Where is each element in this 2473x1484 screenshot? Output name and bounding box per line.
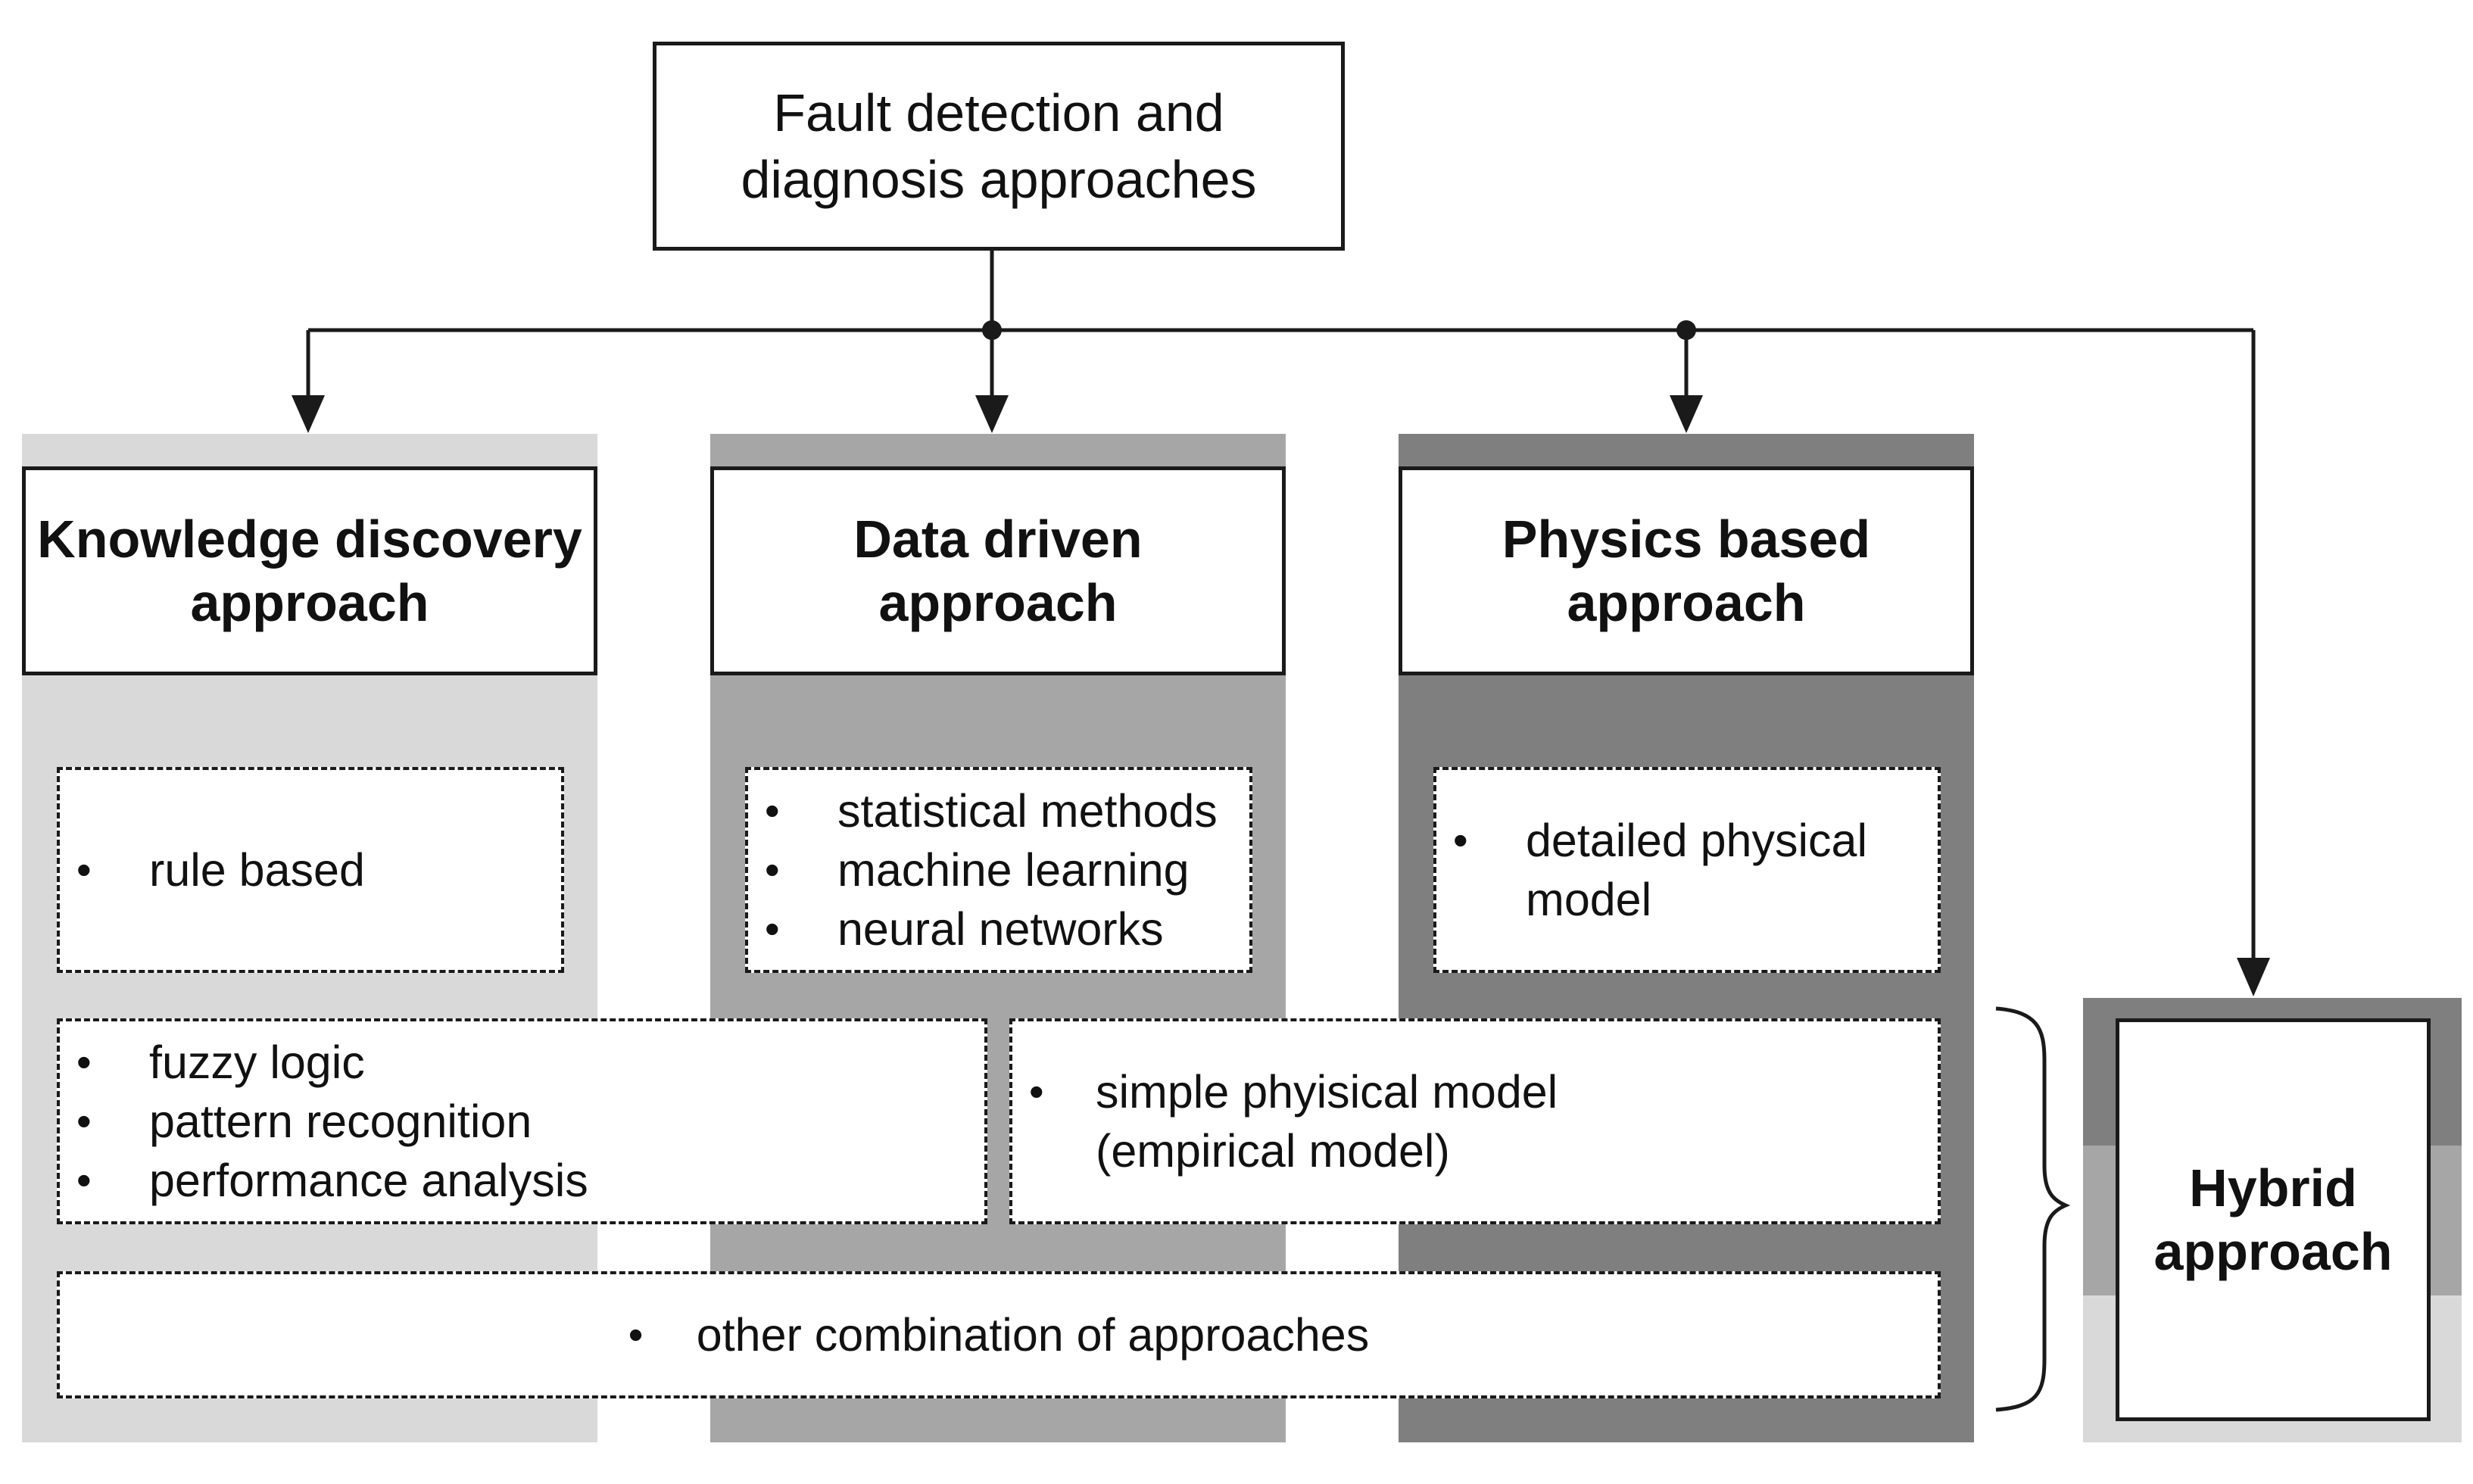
method-item: performance analysis [60,1151,984,1210]
physics-based-node: Physics based approach [1399,466,1974,675]
method-item: fuzzy logic [60,1033,984,1092]
method-item: other combination of approaches [628,1305,1369,1364]
data-driven-node: Data driven approach [710,466,1286,675]
method-item: simple phyisical model (empirical model) [1012,1062,1938,1180]
grouping-brace [1995,1006,2071,1412]
method-item: statistical methods [748,781,1249,840]
hybrid-node: Hybrid approach [2116,1018,2431,1421]
data-physics-shared-methods-box: simple phyisical model (empirical model) [1009,1018,1941,1224]
physics-methods-box: detailed physical model [1433,767,1941,973]
hybrid-label: Hybrid approach [2153,1158,2393,1281]
arrowhead-data-driven [975,395,1009,433]
root-label: Fault detection and diagnosis approaches [741,83,1257,209]
method-item: neural networks [748,899,1249,959]
data-driven-methods-box: statistical methods machine learning neu… [745,767,1252,973]
data-driven-label: Data driven approach [853,510,1143,632]
knowledge-methods-box: rule based [57,767,564,973]
physics-based-label: Physics based approach [1502,510,1871,632]
method-item: rule based [60,840,561,899]
method-item: machine learning [748,840,1249,899]
method-item: pattern recognition [60,1092,984,1151]
arrowhead-knowledge [292,395,325,433]
arrowhead-physics [1670,395,1703,433]
knowledge-discovery-label: Knowledge discovery approach [37,510,582,632]
combination-methods-box: other combination of approaches [57,1271,1941,1398]
junction-dot-right [1676,320,1696,340]
method-item: detailed physical model [1436,811,1938,929]
knowledge-discovery-node: Knowledge discovery approach [22,466,597,675]
arrowhead-hybrid [2237,958,2270,996]
junction-dot-center [982,320,1002,340]
knowledge-data-shared-methods-box: fuzzy logic pattern recognition performa… [57,1018,987,1224]
root-node: Fault detection and diagnosis approaches [653,42,1345,251]
